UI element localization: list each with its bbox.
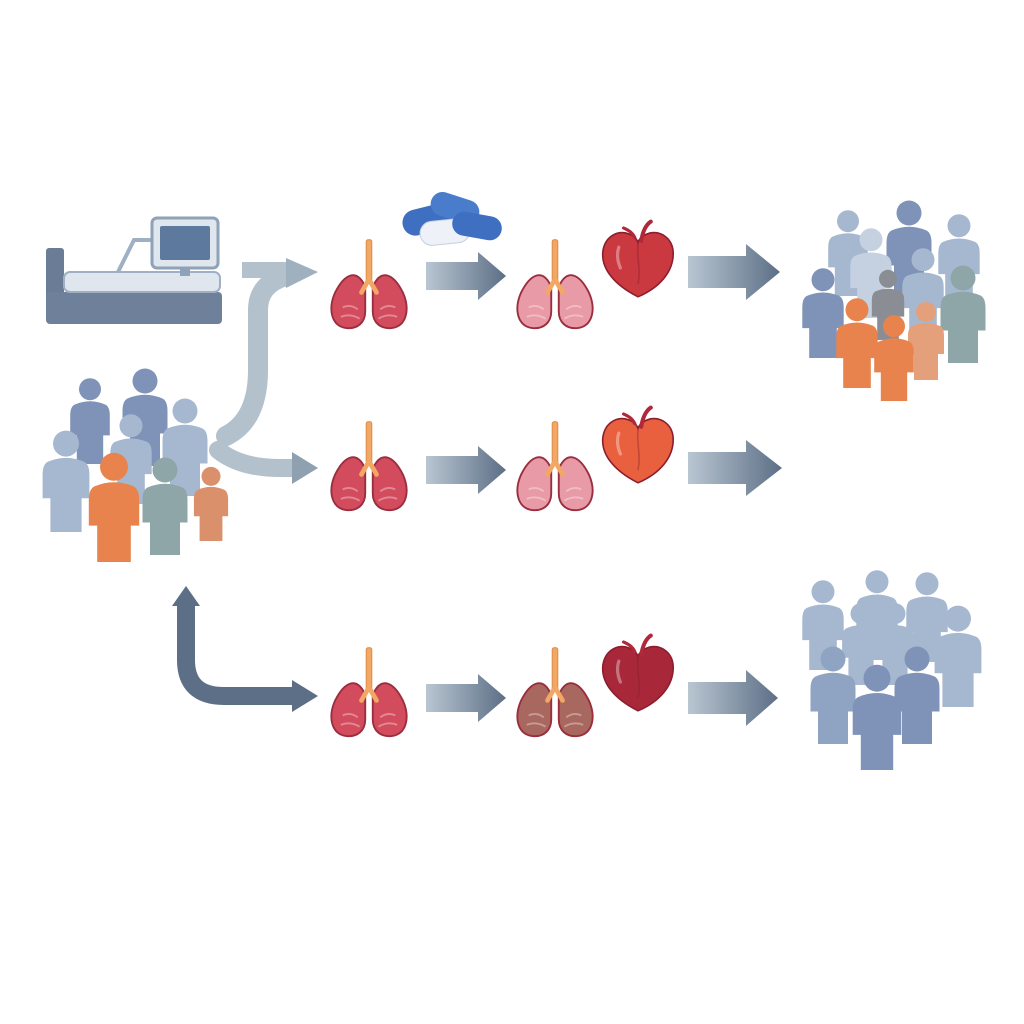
- arrow-1a: [426, 252, 506, 300]
- hospital-bed-monitor-icon: [46, 216, 222, 324]
- heart-icon: [603, 408, 674, 483]
- lungs-icon: [331, 240, 406, 328]
- arrow-3b: [688, 670, 778, 726]
- patient-group-icon: [42, 368, 229, 562]
- heart-icon: [603, 636, 674, 711]
- branch-arrow-middle: [209, 441, 318, 484]
- heart-icon: [603, 222, 674, 297]
- arrow-2b: [688, 440, 782, 496]
- lungs-icon: [517, 240, 592, 328]
- branch-arrow-up: [216, 258, 318, 446]
- arrow-3a: [426, 674, 506, 722]
- pills-icon: [402, 191, 502, 246]
- mixed-population-icon: [802, 200, 986, 401]
- pathway-3: [331, 636, 778, 737]
- lungs-icon: [331, 648, 406, 736]
- lungs-icon: [331, 422, 406, 510]
- lungs-icon: [517, 422, 592, 510]
- pathway-2: [331, 408, 782, 511]
- blue-population-icon: [802, 570, 982, 770]
- arrow-1b: [688, 244, 780, 300]
- branch-arrow-down: [172, 586, 318, 712]
- lungs-icon: [517, 648, 592, 736]
- pathway-1: [331, 191, 780, 328]
- arrow-2a: [426, 446, 506, 494]
